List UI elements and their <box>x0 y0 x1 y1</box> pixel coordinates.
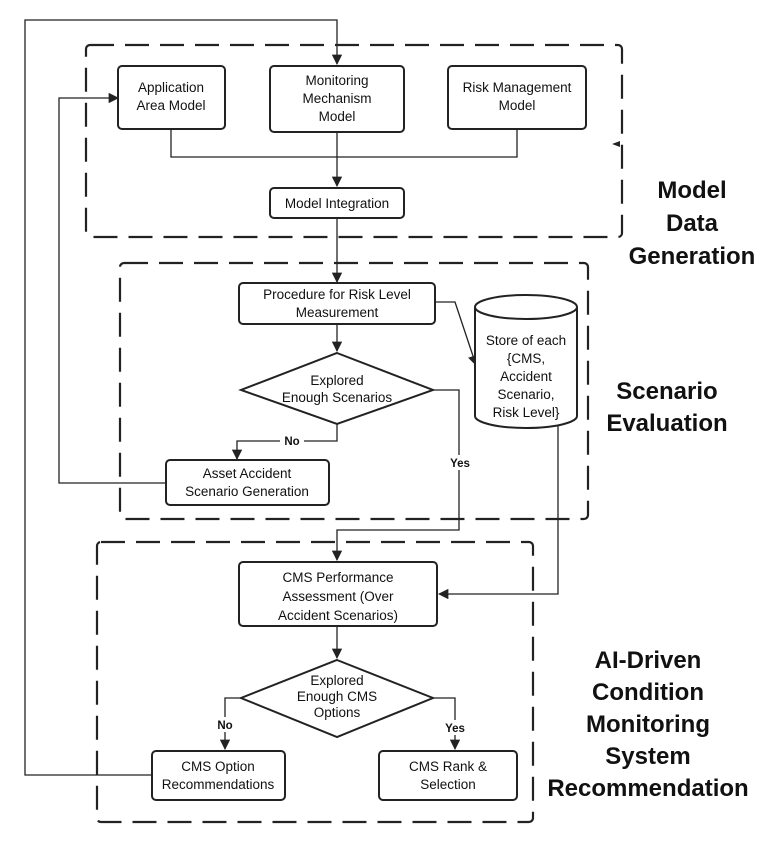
text-line: CMS Rank & <box>409 759 487 774</box>
text-line: Risk Level} <box>493 405 560 420</box>
node-asset-accident-scenario-box <box>165 459 330 506</box>
node-cms-performance-box <box>238 561 438 627</box>
node-application-area-model-box <box>117 65 226 130</box>
frame-tick <box>612 141 620 147</box>
connector-scenarios-yes <box>331 389 460 562</box>
text-line: Model Integration <box>285 196 389 211</box>
section-scenario-evaluation-frame <box>118 261 590 521</box>
text-line: Area Model <box>136 98 205 113</box>
text-line: Procedure for Risk Level <box>263 287 411 302</box>
text-line: Condition <box>592 679 704 706</box>
text-line: Enough Scenarios <box>282 390 393 405</box>
text-line: Data <box>666 210 719 237</box>
node-model-integration-box <box>269 187 405 219</box>
text-line: Assessment (Over <box>282 589 394 604</box>
text-line: Generation <box>629 243 756 270</box>
edge-label-bg-cms-no <box>213 717 237 732</box>
text-line: Monitoring <box>586 711 710 738</box>
text-line: System <box>605 743 690 770</box>
text-line: Scenario, <box>497 387 554 402</box>
text-line: Accident Scenarios) <box>278 608 398 623</box>
section-ai-driven-frame <box>95 540 535 824</box>
connector-procedure-to-store <box>435 301 478 366</box>
connector-cms-loop-back <box>24 19 343 776</box>
text-line: Monitoring <box>305 73 368 88</box>
text-line: Accident <box>500 369 552 384</box>
text-line: Recommendations <box>162 777 275 792</box>
node-monitoring-mechanism-model-box <box>269 65 405 133</box>
text-line: Measurement <box>296 305 379 320</box>
text-line: Mechanism <box>302 91 371 106</box>
text-line: Options <box>314 705 361 720</box>
text-line: Explored <box>310 373 363 388</box>
connector-asset-loop-back <box>58 92 166 484</box>
edge-label-scenarios-yes: Yes <box>450 458 470 470</box>
edge-label-scenarios-no: No <box>284 436 299 448</box>
node-cms-option-recommendations-box <box>151 750 286 801</box>
text-line: Application <box>138 80 204 95</box>
node-model-integration: Model Integration <box>285 196 389 211</box>
text-line: Asset Accident <box>203 466 292 481</box>
text-line: Model <box>319 109 356 124</box>
node-cms-rank-selection-box <box>378 750 518 801</box>
node-store-cylinder <box>474 294 578 429</box>
text-line: Model <box>657 177 726 204</box>
section-model-data-generation-frame <box>84 43 624 239</box>
node-explored-enough-scenarios-shape <box>238 351 436 426</box>
text-line: Store of each <box>486 333 566 348</box>
node-explored-enough-cms-shape <box>238 658 436 739</box>
text-line: CMS Performance <box>282 570 393 585</box>
node-procedure-risk-level-box <box>238 282 436 325</box>
edge-label-cms-yes: Yes <box>445 723 465 735</box>
text-line: Explored <box>310 673 363 688</box>
node-cms-rank-selection: CMS Rank & Selection <box>409 759 487 792</box>
text-line: CMS Option <box>181 759 255 774</box>
text-line: Evaluation <box>606 410 727 437</box>
text-line: Scenario Generation <box>185 484 309 499</box>
text-line: Selection <box>420 777 476 792</box>
edge-label-bg-scenarios-yes <box>447 455 473 470</box>
text-line: Enough CMS <box>297 689 377 704</box>
text-line: AI-Driven <box>595 647 702 674</box>
connector-application-to-merge <box>170 129 518 158</box>
edge-label-bg-cms-yes <box>441 720 469 735</box>
text-line: {CMS, <box>507 351 545 366</box>
text-line: Recommendation <box>547 775 748 802</box>
text-line: Model <box>499 98 536 113</box>
node-risk-management-model-box <box>447 65 587 130</box>
text-line: Scenario <box>616 378 717 405</box>
edge-label-cms-no: No <box>217 720 232 732</box>
text-line: Risk Management <box>463 80 572 95</box>
connector-store-to-cms-performance <box>437 425 559 600</box>
edge-label-bg-scenarios-no <box>280 433 304 448</box>
